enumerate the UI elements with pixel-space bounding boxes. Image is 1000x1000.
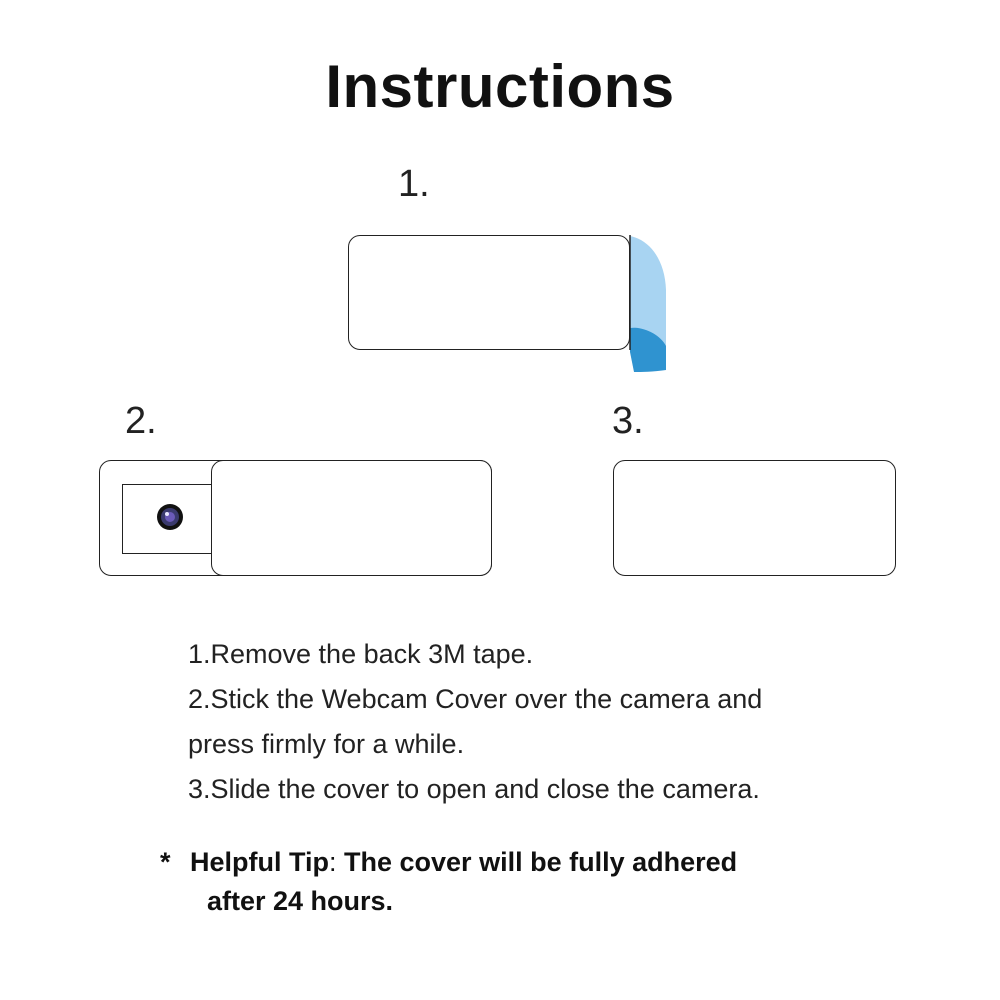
camera-lens-icon xyxy=(157,504,183,530)
tip-colon: : xyxy=(329,847,345,877)
instruction-line: 1.Remove the back 3M tape. xyxy=(188,639,534,669)
instruction-line: press firmly for a while. xyxy=(188,729,465,759)
step-1-number: 1. xyxy=(398,163,430,205)
instruction-line: 3.Slide the cover to open and close the … xyxy=(188,774,760,804)
step-2-number: 2. xyxy=(125,400,157,442)
step-3-cover xyxy=(613,460,896,576)
tape-peel-icon xyxy=(629,235,666,372)
step-1-cover xyxy=(348,235,630,350)
tip-asterisk: * xyxy=(160,847,171,877)
tip-line-1: Helpful Tip: The cover will be fully adh… xyxy=(190,843,737,881)
step-2-slider xyxy=(211,460,492,576)
tip-text-1: The cover will be fully adhered xyxy=(344,847,738,877)
instruction-line: 2.Stick the Webcam Cover over the camera… xyxy=(188,684,763,714)
page-title: Instructions xyxy=(325,53,675,120)
step-3-number: 3. xyxy=(612,400,644,442)
tip-label: Helpful Tip xyxy=(190,847,329,877)
tip-text-2: after 24 hours. xyxy=(207,886,394,916)
instruction-list: 1.Remove the back 3M tape. 2.Stick the W… xyxy=(188,632,762,812)
